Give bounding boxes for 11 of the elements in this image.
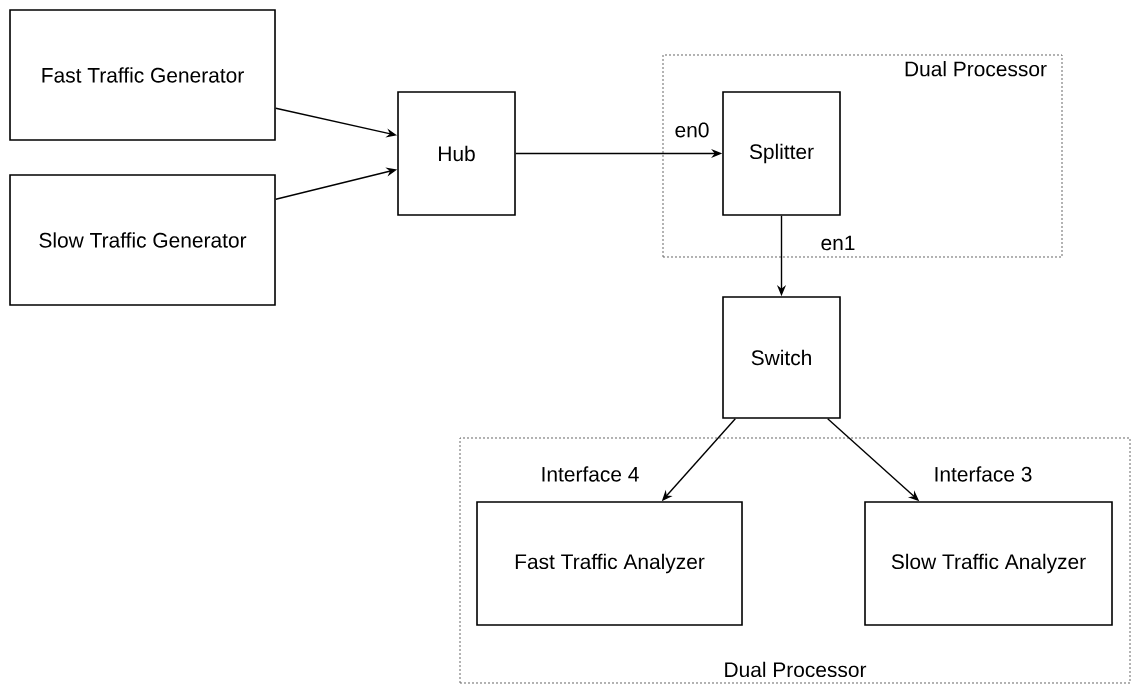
- device-box: Splitter: [722, 91, 841, 216]
- device-box: Hub: [397, 91, 516, 216]
- port-label: en1: [819, 234, 857, 252]
- device-box: Fast Traffic Analyzer: [476, 501, 743, 626]
- device-box: Slow Traffic Analyzer: [864, 501, 1113, 626]
- port-label: Interface 3: [932, 465, 1034, 483]
- port-label: en0: [673, 121, 711, 139]
- port-label: Interface 4: [539, 465, 641, 483]
- device-box: Fast Traffic Generator: [9, 9, 276, 141]
- device-box: Slow Traffic Generator: [9, 174, 276, 306]
- device-box: Switch: [722, 296, 841, 419]
